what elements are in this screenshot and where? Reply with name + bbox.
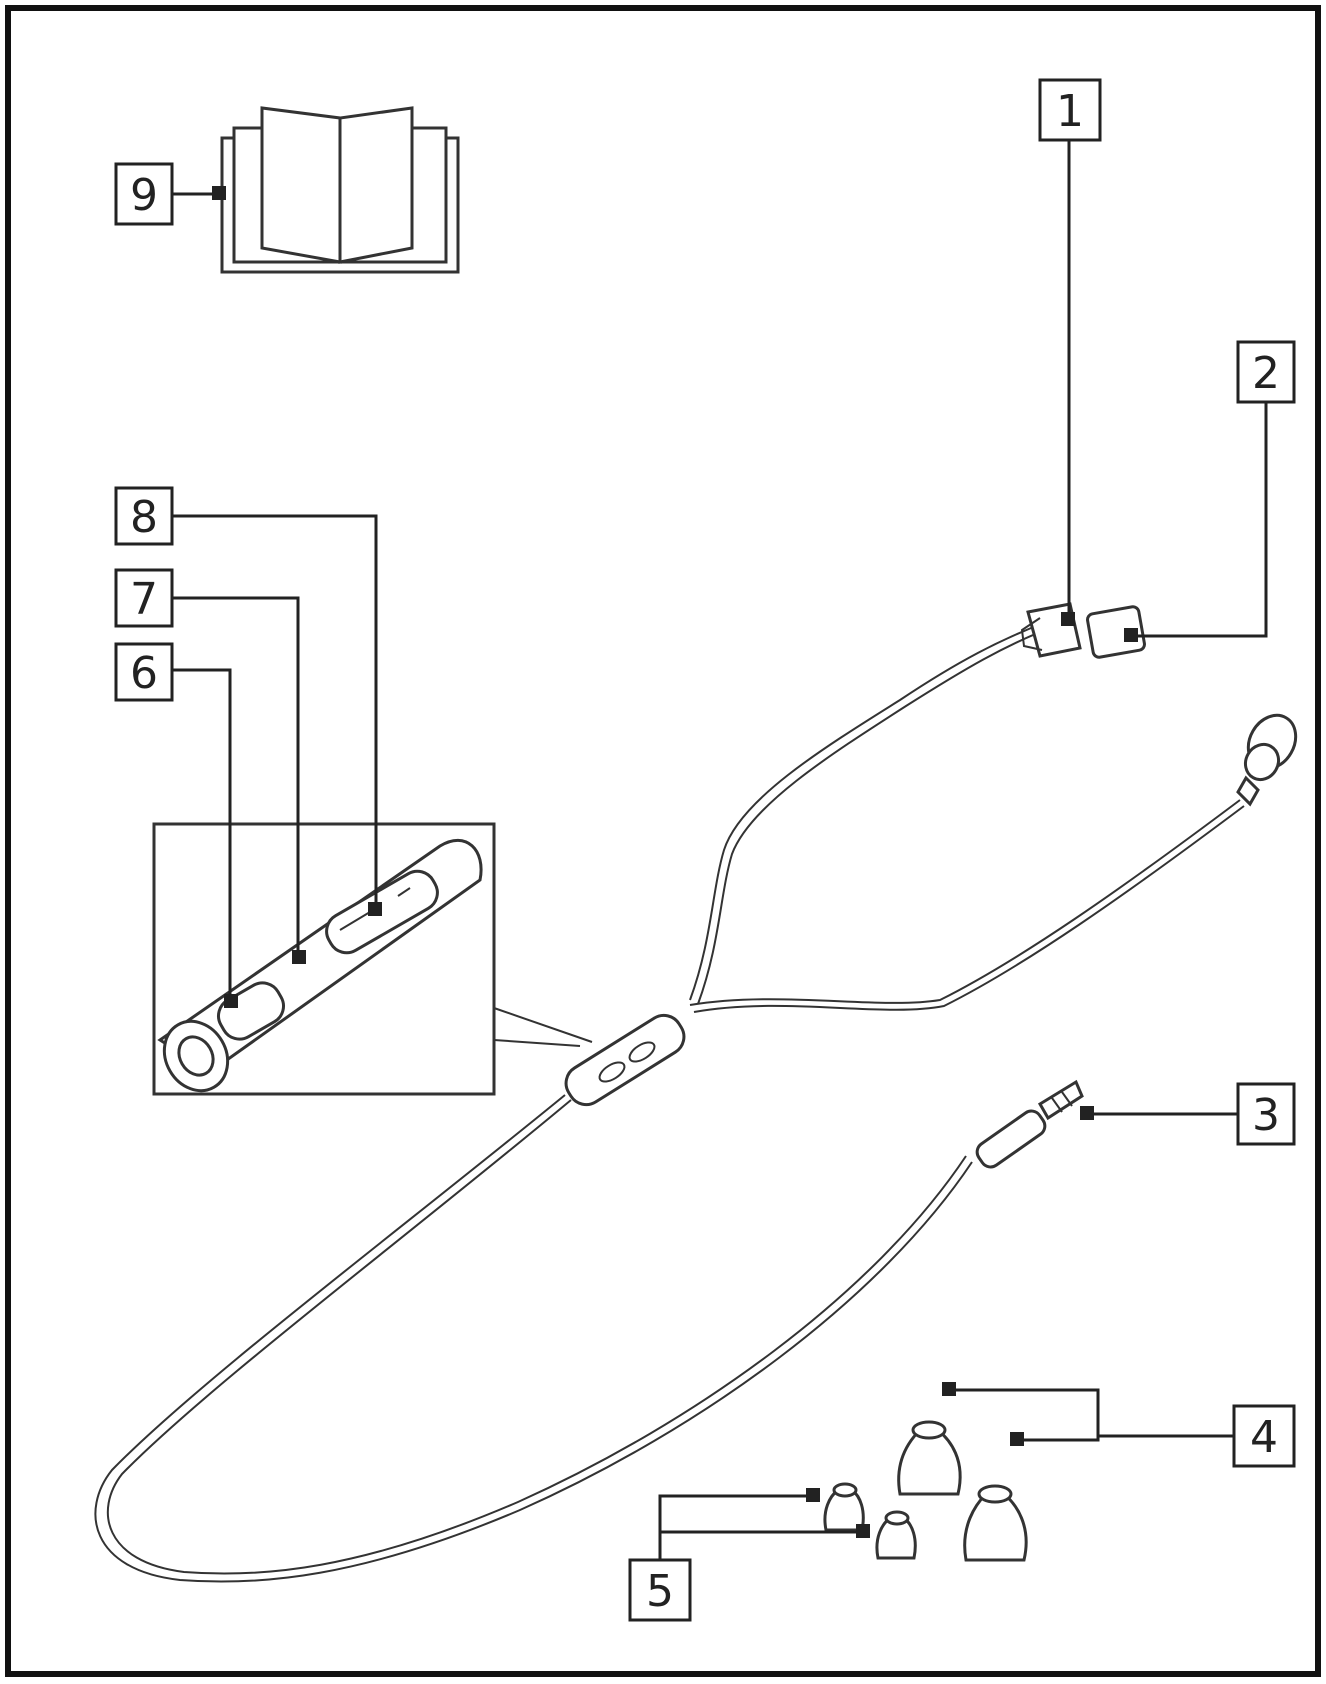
callout-7-label: 7: [130, 574, 158, 625]
callout-3-label: 3: [1252, 1090, 1280, 1141]
callout-6-label: 6: [130, 648, 158, 699]
audio-plug: [975, 1079, 1084, 1169]
callout-6: 6: [114, 642, 174, 702]
callout-9-label: 9: [130, 170, 158, 221]
remote-zoom-inset: [152, 822, 593, 1096]
ear-tips-large: [897, 1420, 1028, 1562]
callout-1: 1: [1038, 78, 1102, 142]
callout-5-label: 5: [646, 1566, 674, 1617]
callout-9: 9: [114, 162, 174, 226]
callout-2: 2: [1236, 340, 1296, 404]
callout-2-label: 2: [1252, 348, 1280, 399]
leader-lines: [172, 140, 1268, 1560]
inline-remote: [564, 1013, 686, 1107]
earphone-cable: [94, 621, 1245, 1583]
callout-3: 3: [1236, 1082, 1296, 1146]
callout-8: 8: [114, 486, 174, 546]
callout-8-label: 8: [130, 492, 158, 543]
manual-book-icon: [220, 106, 460, 274]
callout-5: 5: [628, 1558, 692, 1622]
ear-tips-small: [823, 1482, 917, 1560]
callout-7: 7: [114, 568, 174, 628]
earbud-right: [1236, 713, 1298, 807]
callout-4: 4: [1232, 1404, 1296, 1468]
callout-1-label: 1: [1056, 86, 1084, 137]
callout-4-label: 4: [1250, 1412, 1278, 1463]
